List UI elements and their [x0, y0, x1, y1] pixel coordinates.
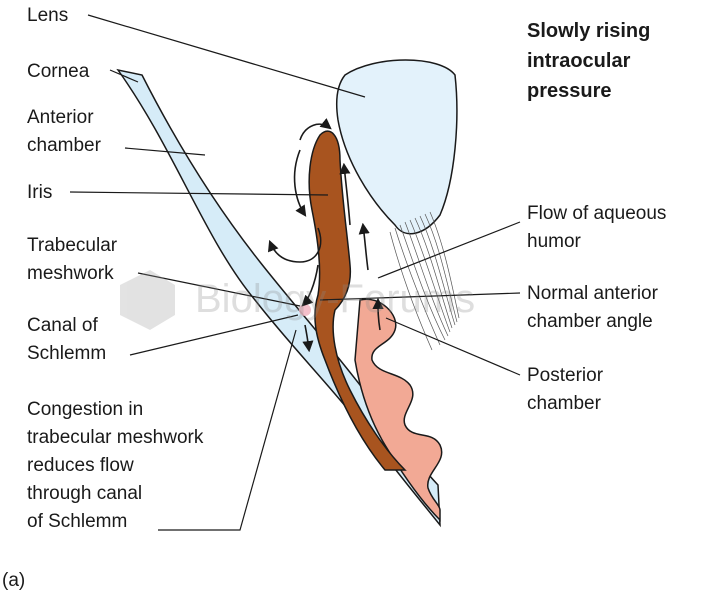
label-trabecular-meshwork: Trabecular meshwork — [27, 235, 118, 284]
label-iris: Iris — [27, 182, 53, 203]
flow-arrows — [267, 118, 384, 353]
watermark-text: Biology-Forums — [195, 277, 475, 321]
lens-shape — [335, 59, 458, 235]
label-posterior-chamber: Posterior chamber — [527, 365, 604, 414]
watermark-logo: Biology-Forums — [120, 270, 475, 330]
label-cornea: Cornea — [27, 61, 90, 82]
zonule-fibers — [389, 211, 460, 351]
label-anterior-chamber: Anterior chamber — [27, 107, 101, 156]
leader-lines — [69, 14, 521, 531]
congestion-spot — [299, 304, 311, 316]
diagram-title: Slowly rising intraocular pressure — [527, 20, 651, 102]
label-lens: Lens — [27, 5, 69, 26]
figure-label: (a) — [2, 570, 26, 591]
iris-shape — [308, 130, 407, 471]
label-canal-of-schlemm: Canal of Schlemm — [27, 315, 107, 364]
label-flow-of-aqueous-humor: Flow of aqueous humor — [527, 203, 667, 252]
label-normal-anterior-chamber-angle: Normal anterior chamber angle — [527, 283, 658, 332]
label-congestion: Congestion in trabecular meshwork reduce… — [27, 399, 204, 532]
